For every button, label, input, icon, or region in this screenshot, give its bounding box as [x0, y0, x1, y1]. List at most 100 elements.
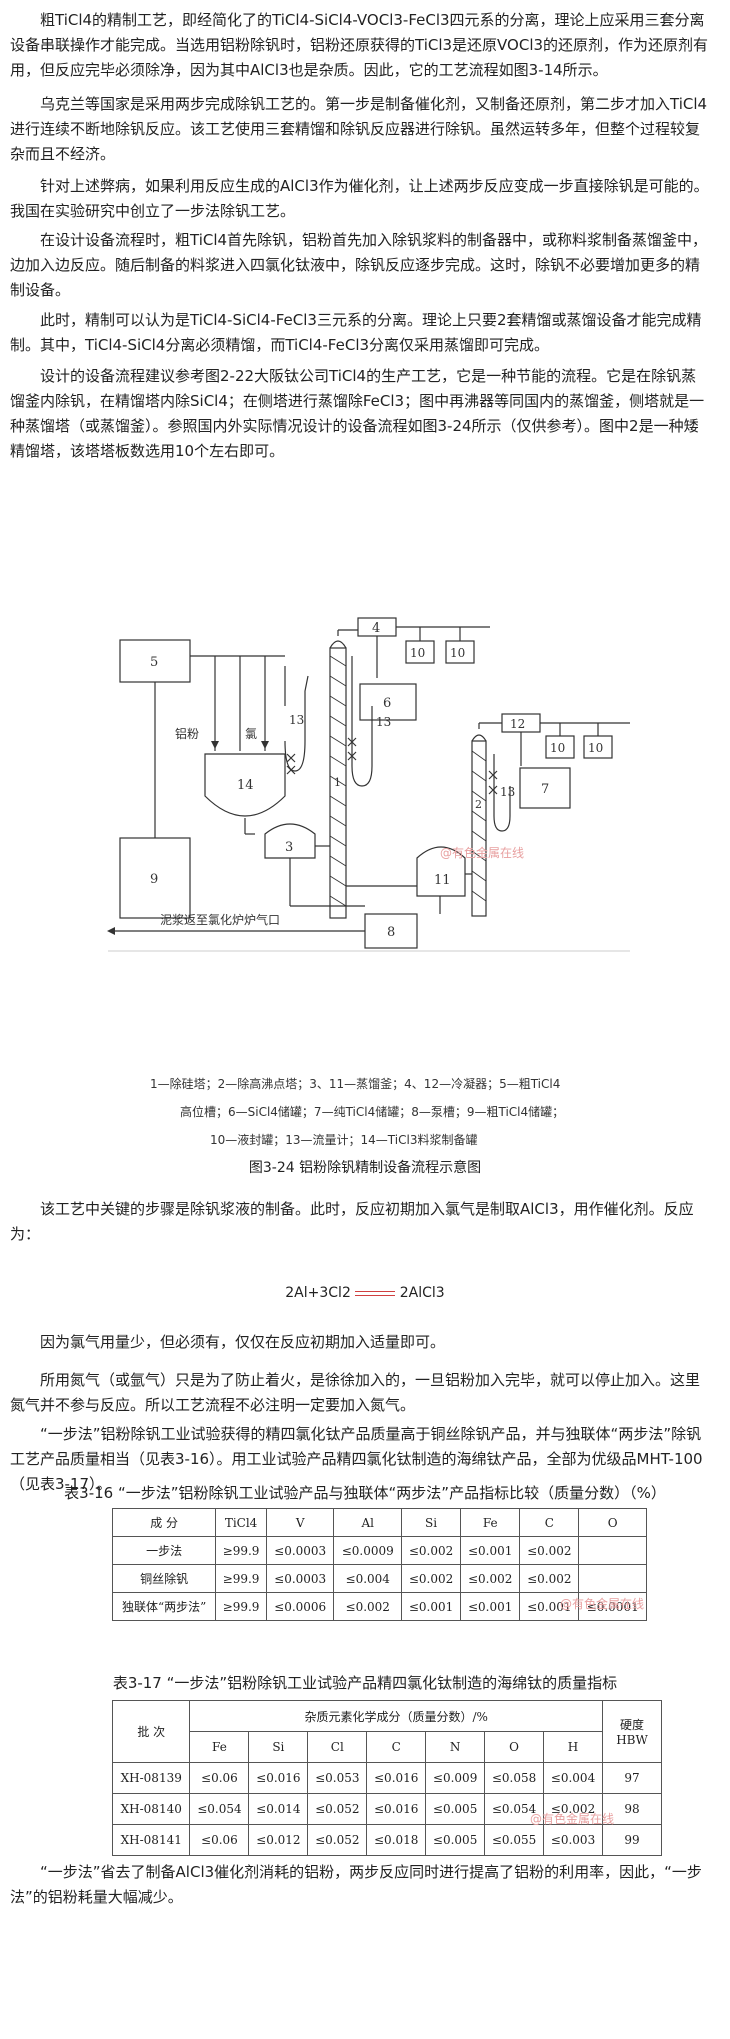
table-cell: ≤0.002	[401, 1536, 462, 1565]
figure-legend-line-2: 高位槽；6—SiCl4储罐；7—纯TiCl4储罐；8—泵槽；9—粗TiCl4储罐…	[180, 1105, 565, 1119]
figure-watermark: @有色金属在线	[440, 846, 525, 860]
table-header-cell: Si	[401, 1508, 462, 1537]
paragraph-3: 针对上述弊病，如果利用反应生成的AlCl3作为催化剂，让上述两步反应变成一步直接…	[10, 177, 709, 220]
table-cell: ≤0.002	[543, 1793, 603, 1825]
table-cell	[578, 1536, 647, 1565]
label-10a: 10	[410, 646, 425, 660]
table-row: XH-08139 ≤0.06 ≤0.016 ≤0.053 ≤0.016 ≤0.0…	[111, 1762, 662, 1794]
table-row: XH-08140 ≤0.054 ≤0.014 ≤0.052 ≤0.016 ≤0.…	[111, 1793, 662, 1825]
table-cell: ≤0.016	[366, 1793, 427, 1825]
table-cell: 99	[602, 1824, 662, 1856]
table-header-cell: N	[425, 1731, 486, 1763]
table-16-header-row: 成 分 TiCl4 V Al Si Fe C O	[111, 1508, 647, 1537]
table-cell: ≤0.002	[333, 1592, 403, 1621]
paragraph-2: 乌克兰等国家是采用两步完成除钒工艺的。第一步是制备催化剂，又制备还原剂，第二步才…	[10, 95, 708, 163]
table-cell: ≤0.003	[543, 1824, 603, 1856]
table-cell: XH-08140	[111, 1793, 191, 1825]
table-16: 成 分 TiCl4 V Al Si Fe C O 一步法 ≥99.9 ≤0.00…	[111, 1508, 647, 1621]
label-10d: 10	[588, 741, 603, 755]
paragraph-7: 该工艺中关键的步骤是除钒浆液的制备。此时，反应初期加入氯气是制取AlCl3，用作…	[10, 1200, 694, 1243]
paragraph-11: “一步法”省去了制备AlCl3催化剂消耗的铝粉，两步反应同时进行提高了铝粉的利用…	[10, 1863, 702, 1906]
table-cell: ≤0.001	[460, 1592, 521, 1621]
table-cell: ≤0.001	[401, 1592, 462, 1621]
table-cell: ≤0.06	[189, 1824, 250, 1856]
label-2: 2	[475, 798, 482, 811]
table-cell: ≤0.054	[189, 1793, 250, 1825]
paragraph-10: “一步法”铝粉除钒工业试验获得的精四氯化钛产品质量高于铜丝除钒产品，并与独联体“…	[10, 1425, 703, 1493]
paragraph-4: 在设计设备流程时，粗TiCl4首先除钒，铝粉首先加入除钒浆料的制备器中，或称料浆…	[10, 231, 708, 299]
table-row: 铜丝除钒 ≥99.9 ≤0.0003 ≤0.004 ≤0.002 ≤0.002 …	[111, 1564, 647, 1593]
table-cell: ≤0.005	[425, 1793, 486, 1825]
column-2	[471, 740, 487, 917]
label-9: 9	[150, 872, 158, 887]
table-cell: ≤0.001	[460, 1536, 521, 1565]
tank-6	[359, 683, 417, 721]
table-cell: 铜丝除钒	[111, 1564, 217, 1593]
table-cell: XH-08139	[111, 1762, 191, 1794]
table-17-header-row-1: 批 次 杂质元素化学成分（质量分数）/% 硬度 HBW	[111, 1700, 662, 1763]
table-cell: ≤0.002	[519, 1564, 580, 1593]
table-17-title: 表3-17 “一步法”铝粉除钒工业试验产品精四氯化钛制造的海绵钛的质量指标	[112, 1674, 618, 1692]
table-cell: ≤0.002	[519, 1536, 580, 1565]
table-cell: ≤0.004	[333, 1564, 403, 1593]
table-cell: ≥99.9	[215, 1592, 267, 1621]
table-cell: ≤0.016	[248, 1762, 309, 1794]
table-cell: ≤0.054	[484, 1793, 545, 1825]
equation-left: 2Al+3Cl2	[285, 1285, 351, 1301]
table-cell: ≤0.058	[484, 1762, 545, 1794]
tank-7	[519, 767, 571, 809]
reactor-14	[204, 753, 286, 817]
figure-legend-line-1: 1—除硅塔；2—除高沸点塔；3、11—蒸馏釜；4、12—冷凝器；5—粗TiCl4	[150, 1077, 561, 1091]
table-header-cell: H	[543, 1731, 603, 1763]
label-13c: 13	[500, 785, 515, 799]
paragraph-1: 粗TiCl4的精制工艺，即经简化了的TiCl4-SiCl4-VOCl3-FeCl…	[10, 11, 709, 79]
label-al-powder: 铝粉	[175, 726, 199, 741]
table-cell: ≤0.014	[248, 1793, 309, 1825]
table-cell: ≤0.055	[484, 1824, 545, 1856]
table-cell: ≤0.0006	[265, 1592, 335, 1621]
flow-diagram: 5 9 铝粉 氯 14 13	[90, 596, 690, 1156]
figure-legend-line-3: 10—液封罐；13—流量计；14—TiCl3料浆制备罐	[210, 1133, 478, 1147]
table-cell: ≤0.012	[248, 1824, 309, 1856]
label-10c: 10	[550, 741, 565, 755]
table-16-title: 表3-16 “一步法”铝粉除钒工业试验产品与独联体“两步法”产品指标比较（质量分…	[64, 1484, 666, 1502]
table-header-cell: C	[366, 1731, 427, 1763]
table-cell: ≤0.053	[307, 1762, 368, 1794]
table-cell	[578, 1564, 647, 1593]
table-cell: XH-08141	[111, 1824, 191, 1856]
table-header-cell: 成 分	[111, 1508, 217, 1537]
table-row: 独联体“两步法” ≥99.9 ≤0.0006 ≤0.002 ≤0.001 ≤0.…	[111, 1592, 647, 1621]
paragraph-9: 所用氮气（或氩气）只是为了防止着火，是徐徐加入的，一旦铝粉加入完毕，就可以停止加…	[10, 1371, 701, 1414]
column-1	[329, 647, 347, 919]
table-cell: 98	[602, 1793, 662, 1825]
table-cell: ≤0.0001	[578, 1592, 647, 1621]
label-13b: 13	[376, 715, 391, 729]
paragraph-6: 设计的设备流程建议参考图2-22大阪钛公司TiCl4的生产工艺，它是一种节能的流…	[10, 367, 705, 460]
label-3: 3	[285, 840, 293, 855]
table-cell: ≥99.9	[215, 1564, 267, 1593]
equation-right: 2AlCl3	[399, 1285, 445, 1301]
table-cell: ≤0.002	[401, 1564, 462, 1593]
table-cell: ≤0.018	[366, 1824, 427, 1856]
still-3	[264, 823, 316, 859]
table-header-cell: 杂质元素化学成分（质量分数）/%	[189, 1700, 603, 1732]
table-cell: 一步法	[111, 1536, 217, 1565]
table-17: 批 次 杂质元素化学成分（质量分数）/% 硬度 HBW Fe Si Cl C N…	[111, 1700, 662, 1856]
figure-legend: 1—除硅塔；2—除高沸点塔；3、11—蒸馏釜；4、12—冷凝器；5—粗TiCl4…	[150, 1070, 650, 1154]
table-cell: ≤0.016	[366, 1762, 427, 1794]
table-header-cell: TiCl4	[215, 1508, 267, 1537]
paragraph-8: 因为氯气用量少，但必须有，仅仅在反应初期加入适量即可。	[40, 1333, 446, 1351]
table-row: 一步法 ≥99.9 ≤0.0003 ≤0.0009 ≤0.002 ≤0.001 …	[111, 1536, 647, 1565]
table-row: XH-08141 ≤0.06 ≤0.012 ≤0.052 ≤0.018 ≤0.0…	[111, 1824, 662, 1856]
flow-diagram-svg: 5 9 铝粉 氯 14 13	[107, 617, 630, 952]
table-cell: ≤0.001	[519, 1592, 580, 1621]
label-6: 6	[383, 696, 391, 711]
table-header-cell: Si	[248, 1731, 309, 1763]
table-cell: 独联体“两步法”	[111, 1592, 217, 1621]
table-header-cell: O	[484, 1731, 545, 1763]
table-cell: ≤0.005	[425, 1824, 486, 1856]
table-17-header-row-2: Fe Si Cl C N O H	[113, 1731, 662, 1763]
table-header-cell: Fe	[460, 1508, 521, 1537]
table-cell: ≤0.0009	[333, 1536, 403, 1565]
table-cell: ≤0.052	[307, 1793, 368, 1825]
